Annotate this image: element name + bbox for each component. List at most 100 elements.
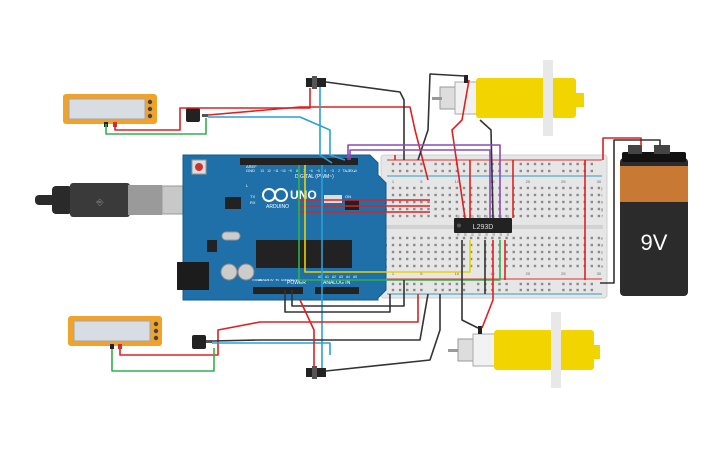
rail-hole (533, 162, 537, 166)
column-number: 1 (392, 271, 395, 276)
hole (484, 214, 487, 218)
hole (406, 264, 409, 268)
hole (569, 193, 572, 197)
digital-pin-label: 2 (338, 169, 340, 173)
hole (391, 264, 395, 268)
rail-hole (562, 288, 565, 292)
hole (469, 243, 473, 247)
rail-hole (420, 288, 423, 292)
hole (427, 207, 430, 211)
rail-hole (406, 169, 409, 173)
column-number: 20 (526, 271, 531, 276)
column-number: 25 (561, 179, 566, 184)
hole (491, 236, 494, 240)
ultrasonic-display-top[interactable] (63, 94, 157, 127)
rail-hole (519, 162, 522, 166)
hole (448, 214, 451, 218)
rail-hole (413, 162, 416, 166)
hole (555, 236, 558, 240)
hole (477, 264, 480, 268)
hole (391, 207, 395, 211)
chip-pin (471, 233, 474, 236)
hole (562, 257, 565, 261)
l293d-chip[interactable]: L293D (454, 215, 512, 236)
hole (505, 214, 508, 218)
dc-motor-top[interactable] (432, 60, 584, 136)
rail-hole (548, 162, 551, 166)
hole (576, 236, 579, 240)
digital-pin-label: 7 (303, 169, 305, 173)
chip-pin (464, 233, 467, 236)
hole (526, 200, 530, 204)
hole (533, 200, 537, 204)
row-letter: f (601, 214, 603, 219)
hole (540, 214, 544, 218)
hole (469, 193, 473, 197)
led-l-label: L (246, 183, 249, 188)
wire-sensor-top-green (105, 118, 207, 135)
rail-hole (540, 282, 544, 286)
rail-hole (562, 282, 565, 286)
hole (533, 250, 537, 254)
hole (462, 257, 466, 261)
hole (406, 207, 409, 211)
hole (569, 257, 572, 261)
hole (526, 207, 530, 211)
photoresistor-bottom[interactable] (192, 335, 212, 349)
digital-pin-label: 13 (260, 169, 264, 173)
hole (427, 236, 430, 240)
hole (555, 207, 558, 211)
hole (484, 200, 487, 204)
rail-hole (406, 288, 409, 292)
photoresistor-top[interactable] (186, 108, 208, 122)
hole (590, 193, 593, 197)
chip-pin (478, 215, 481, 218)
rail-hole (462, 169, 466, 173)
ultrasonic-display-bottom[interactable] (68, 316, 162, 349)
hole (590, 243, 593, 247)
hole (462, 200, 466, 204)
rail-hole (434, 288, 437, 292)
hole (413, 200, 416, 204)
power-pin-label: 3.3V (268, 278, 274, 282)
row-letter: c (601, 250, 603, 255)
digital-pin-label: 8 (296, 169, 298, 173)
uno-brand: UNO (290, 188, 317, 202)
hole (398, 250, 402, 254)
rail-hole (583, 288, 586, 292)
digital-pin-label: 12 (267, 169, 271, 173)
hole (462, 243, 466, 247)
wire-motor-bottom-red (481, 240, 494, 329)
slide-switch-top[interactable] (306, 76, 326, 89)
hole (533, 214, 537, 218)
rail-hole (441, 282, 444, 286)
hole (420, 214, 423, 218)
slide-switch-bottom[interactable] (306, 366, 326, 379)
arduino-uno[interactable]: ⎆ AREF GND DIGITAL (PWM~) (35, 154, 387, 301)
digital-pin-label: 4 (324, 169, 326, 173)
hole (526, 243, 530, 247)
hole (434, 214, 437, 218)
rail-hole (548, 282, 551, 286)
hole (477, 236, 480, 240)
wire-purple-1 (347, 144, 501, 218)
hole (576, 214, 579, 218)
wire-sensor-top-red (114, 88, 311, 131)
hole (441, 193, 444, 197)
column-number: 5 (420, 179, 423, 184)
hole (569, 250, 572, 254)
wire-yellow (304, 165, 471, 273)
rail-hole (548, 288, 551, 292)
hole (427, 257, 430, 261)
rail-hole (420, 169, 423, 173)
hole (519, 200, 522, 204)
hole (498, 236, 501, 240)
hole (477, 243, 480, 247)
hole (590, 207, 593, 211)
wire-motor-bottom-black (461, 240, 479, 329)
hole (576, 200, 579, 204)
dc-motor-bottom[interactable] (448, 312, 600, 388)
hole (441, 257, 444, 261)
battery-9v[interactable]: 9V (620, 145, 688, 296)
